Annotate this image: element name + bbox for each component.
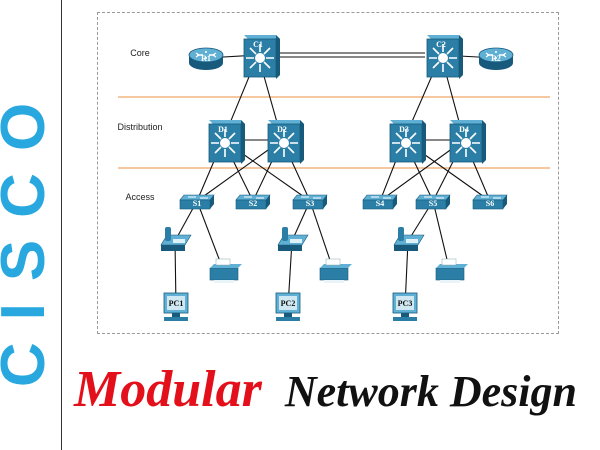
device-label-s3: S3	[306, 199, 314, 208]
device-label-pc1: PC1	[169, 299, 184, 308]
device-pr1-printer-icon	[209, 258, 242, 283]
device-pr2-printer-icon	[319, 258, 352, 283]
device-d1-multilayer-switch-icon: D1	[208, 120, 245, 164]
layer-label-distribution: Distribution	[117, 122, 162, 132]
device-pc3-pc-icon: PC3	[392, 292, 418, 321]
device-c2-multilayer-switch-icon: C2	[426, 35, 463, 79]
device-label-d1: D1	[218, 125, 228, 134]
device-label-s6: S6	[486, 199, 494, 208]
device-label-s2: S2	[249, 199, 257, 208]
device-label-r1: R1	[201, 54, 211, 63]
device-c1-multilayer-switch-icon: C1	[243, 35, 280, 79]
device-pr3-printer-icon	[435, 258, 468, 283]
device-ph2-ip-phone-icon	[277, 227, 309, 251]
device-ph3-ip-phone-icon	[393, 227, 425, 251]
title-modular: Modular	[73, 361, 263, 418]
device-s2-switch-icon: S2	[235, 194, 271, 210]
device-s5-switch-icon: S5	[415, 194, 451, 210]
device-label-s5: S5	[429, 199, 437, 208]
device-label-c2: C2	[436, 40, 446, 49]
device-pc2-pc-icon: PC2	[275, 292, 301, 321]
device-label-d2: D2	[277, 125, 287, 134]
layer-label-access: Access	[125, 192, 155, 202]
device-label-c1: C1	[253, 40, 263, 49]
device-d4-multilayer-switch-icon: D4	[449, 120, 486, 164]
svg-text:Modular Network Design: Modular Network Design	[73, 361, 577, 418]
device-d3-multilayer-switch-icon: D3	[389, 120, 426, 164]
device-label-pc3: PC3	[398, 299, 413, 308]
device-label-d3: D3	[399, 125, 409, 134]
layer-dividers	[118, 96, 550, 169]
device-d2-multilayer-switch-icon: D2	[267, 120, 304, 164]
page-title: Modular Network Design	[68, 350, 598, 430]
device-s3-switch-icon: S3	[292, 194, 328, 210]
device-label-s1: S1	[193, 199, 201, 208]
device-ph1-ip-phone-icon	[160, 227, 192, 251]
device-label-s4: S4	[376, 199, 384, 208]
device-pc1-pc-icon: PC1	[163, 292, 189, 321]
device-label-d4: D4	[459, 125, 469, 134]
device-r1-router-icon: R1	[188, 47, 224, 70]
device-s1-switch-icon: S1	[179, 194, 215, 210]
device-s6-switch-icon: S6	[472, 194, 508, 210]
device-label-r2: R2	[491, 54, 501, 63]
title-network-design: Network Design	[284, 367, 577, 416]
cisco-logo-text: CISCO	[0, 81, 58, 387]
layer-label-core: Core	[130, 48, 150, 58]
device-r2-router-icon: R2	[478, 47, 514, 70]
device-s4-switch-icon: S4	[362, 194, 398, 210]
cisco-brand-banner: CISCO	[0, 0, 62, 450]
device-label-pc2: PC2	[281, 299, 296, 308]
